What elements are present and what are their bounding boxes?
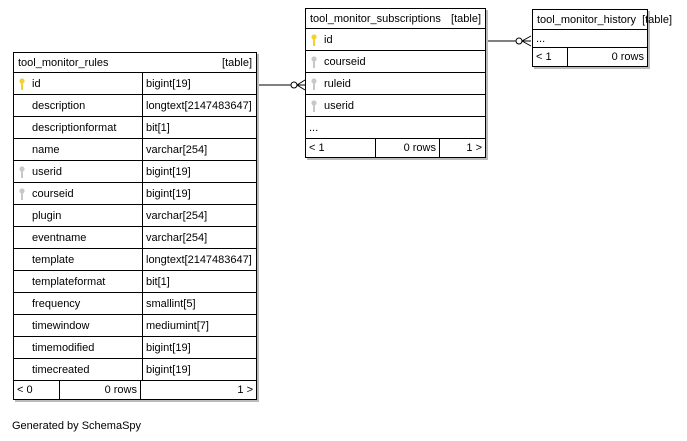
primary-key-icon — [19, 78, 25, 90]
table-name: tool_monitor_history — [537, 13, 637, 26]
column-type: varchar[254] — [146, 143, 208, 156]
column-type: bigint[19] — [146, 363, 191, 376]
table-footer: < 1 0 rows 1 > — [306, 139, 485, 157]
column-name: name — [14, 139, 143, 160]
table-tool-monitor-subscriptions[interactable]: tool_monitor_subscriptions [table] id cou… — [305, 8, 486, 158]
column-name: timemodified — [14, 337, 143, 358]
foreign-key-icon — [19, 166, 25, 178]
row-count: 0 rows — [60, 381, 141, 399]
column-type: bit[1] — [146, 121, 170, 134]
column-name: ruleid — [324, 77, 351, 90]
primary-key-icon — [311, 34, 317, 46]
column-name: plugin — [14, 205, 143, 226]
column-row[interactable]: ruleid — [306, 73, 485, 95]
foreign-key-icon — [311, 56, 317, 68]
column-name: timecreated — [14, 359, 143, 380]
column-type: bigint[19] — [146, 165, 191, 178]
column-type: varchar[254] — [146, 231, 208, 244]
column-name: frequency — [14, 293, 143, 314]
column-row[interactable]: id — [306, 29, 485, 51]
foreign-key-icon — [19, 188, 25, 200]
column-type: smallint[5] — [146, 297, 196, 310]
table-header: tool_monitor_rules [table] — [14, 53, 256, 73]
column-type: longtext[2147483647] — [146, 253, 252, 266]
column-row[interactable]: userid — [306, 95, 485, 117]
table-kind: [table] — [222, 56, 252, 69]
column-type: bigint[19] — [146, 77, 191, 90]
column-name: id — [14, 73, 143, 94]
table-header: tool_monitor_history [table] — [533, 10, 672, 30]
foreign-key-icon — [311, 100, 317, 112]
table-kind: [table] — [451, 12, 481, 25]
children-count[interactable]: 1 > — [466, 142, 482, 154]
table-name: tool_monitor_rules — [18, 56, 109, 69]
column-name: templateformat — [14, 271, 143, 292]
column-name: userid — [324, 99, 354, 112]
row-count: 0 rows — [376, 139, 440, 157]
table-name: tool_monitor_subscriptions — [310, 12, 441, 25]
foreign-key-icon — [311, 78, 317, 90]
table-footer: < 0 0 rows 1 > — [14, 381, 256, 399]
column-type: bit[1] — [146, 275, 170, 288]
parents-count[interactable]: < 1 — [533, 48, 568, 66]
column-name: courseid — [324, 55, 366, 68]
column-name: id — [324, 33, 333, 46]
link-subscriptions-history — [485, 35, 532, 47]
table-kind: [table] — [642, 13, 673, 26]
column-name: eventname — [14, 227, 143, 248]
column-type: longtext[2147483647] — [146, 99, 252, 112]
parents-count[interactable]: < 0 — [14, 381, 60, 399]
column-name: description — [14, 95, 143, 116]
parents-count[interactable]: < 1 — [306, 139, 376, 157]
column-type: mediumint[7] — [146, 319, 209, 332]
column-name: userid — [14, 161, 143, 182]
column-name: template — [14, 249, 143, 270]
link-rules-subscriptions — [256, 79, 306, 91]
column-name: descriptionformat — [14, 117, 143, 138]
column-type: bigint[19] — [146, 187, 191, 200]
row-count: 0 rows — [611, 51, 644, 63]
column-row[interactable]: courseid — [306, 51, 485, 73]
table-tool-monitor-history[interactable]: tool_monitor_history [table] ... < 1 0 r… — [532, 9, 672, 67]
table-footer: < 1 0 rows — [533, 48, 647, 66]
children-count[interactable]: 1 > — [237, 384, 253, 396]
column-name: courseid — [14, 183, 143, 204]
column-name: timewindow — [14, 315, 143, 336]
column-type: bigint[19] — [146, 341, 191, 354]
generated-by-label: Generated by SchemaSpy — [12, 420, 142, 432]
table-header: tool_monitor_subscriptions [table] — [306, 9, 485, 29]
more-columns: ... — [306, 117, 485, 139]
more-columns: ... — [533, 30, 647, 48]
column-type: varchar[254] — [146, 209, 208, 222]
